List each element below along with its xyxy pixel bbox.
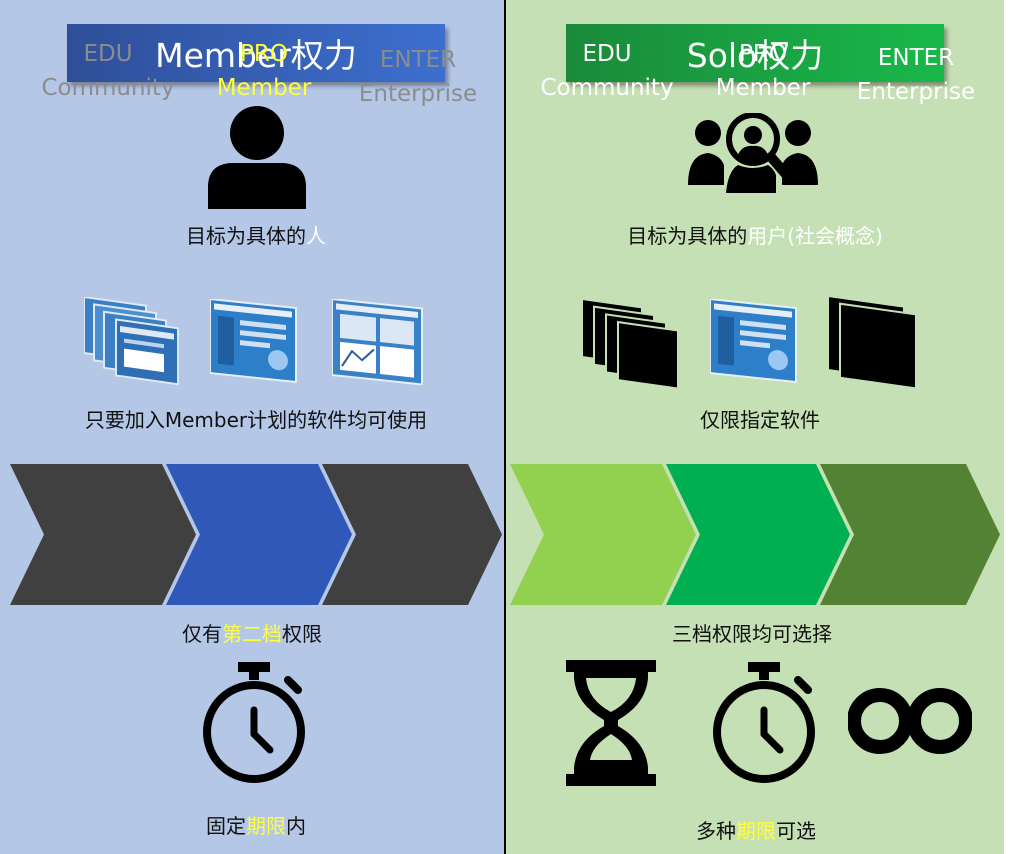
page-edge [1004, 0, 1024, 854]
caption-text: 固定 [206, 814, 246, 838]
caption-text: 内 [286, 814, 306, 838]
member-software-caption: 只要加入Member计划的软件均可使用 [84, 408, 428, 432]
tier-code: ENTER [877, 44, 955, 71]
caption-highlight: 期限 [736, 819, 776, 843]
solo-software-caption: 仅限指定软件 [700, 408, 820, 432]
tier-chevron-pro [166, 464, 352, 605]
caption-text: 多种 [696, 819, 736, 843]
black-squares-stack-icon [582, 299, 679, 390]
member-tier-caption: 仅有第二档权限 [182, 618, 322, 647]
tier-code: EDU [582, 40, 632, 67]
caption-text: 权限 [282, 622, 322, 646]
tier-code: PRO [739, 40, 787, 67]
person-icon [208, 106, 306, 209]
solo-tier-caption: 三档权限均可选择 [672, 622, 832, 646]
member-target-caption: 目标为具体的人 [186, 220, 326, 249]
tier-label-enter: ENTER Enterprise [350, 0, 486, 141]
tier-name: Member [216, 74, 312, 101]
solo-title: Solo权力 [566, 24, 944, 82]
tier-chevron-edu [10, 464, 196, 605]
caption-highlight: 期限 [246, 814, 286, 838]
solo-time-caption: 多种期限可选 [696, 815, 816, 844]
app-chart-screenshot-icon [332, 299, 423, 385]
member-title: Member权力 [67, 24, 445, 82]
hourglass-icon [566, 660, 656, 786]
caption-highlight: 人 [306, 224, 326, 248]
tier-label-pro: PRO Member [694, 0, 832, 141]
solo-target-caption: 目标为具体的用户(社会概念) [627, 220, 883, 249]
black-squares-pair-icon [828, 296, 917, 390]
caption-highlight: 第二档 [222, 622, 282, 646]
user-group-search-icon [688, 113, 818, 193]
member-time-caption: 固定期限内 [206, 810, 306, 839]
tier-label-enter: ENTER Enterprise [848, 0, 984, 141]
tier-label-edu: EDU Community [38, 0, 178, 141]
tier-label-pro: PRO Member [194, 0, 334, 141]
tier-name: Member [715, 74, 811, 101]
tier-code: ENTER [379, 46, 457, 73]
stopwatch-icon [713, 662, 815, 783]
tier-chevron-enter [322, 464, 502, 605]
tier-name: Community [540, 74, 674, 101]
app-screenshot-icon [210, 299, 297, 383]
member-tier-arrow [10, 464, 502, 605]
infinity-icon [848, 688, 972, 754]
app-screenshots-stack-icon [84, 297, 179, 386]
tier-chevron-edu [510, 464, 696, 605]
caption-text: 仅有 [182, 622, 222, 646]
app-screenshot-icon [710, 299, 797, 383]
tier-chevron-pro [666, 464, 850, 605]
tier-code: EDU [83, 40, 133, 67]
caption-text: 目标为具体的 [186, 224, 306, 248]
tier-name: Enterprise [358, 80, 478, 107]
caption-text: 可选 [776, 819, 816, 843]
caption-text: 目标为具体的 [627, 224, 748, 248]
stopwatch-icon [203, 662, 305, 783]
tier-label-edu: EDU Community [536, 0, 678, 141]
tier-code: PRO [240, 40, 288, 67]
caption-highlight: 用户(社会概念) [747, 224, 883, 248]
tier-chevron-enter [820, 464, 1000, 605]
solo-tier-arrow [510, 464, 1000, 605]
tier-name: Enterprise [856, 78, 976, 105]
tier-name: Community [41, 74, 175, 101]
panel-divider [504, 0, 506, 854]
